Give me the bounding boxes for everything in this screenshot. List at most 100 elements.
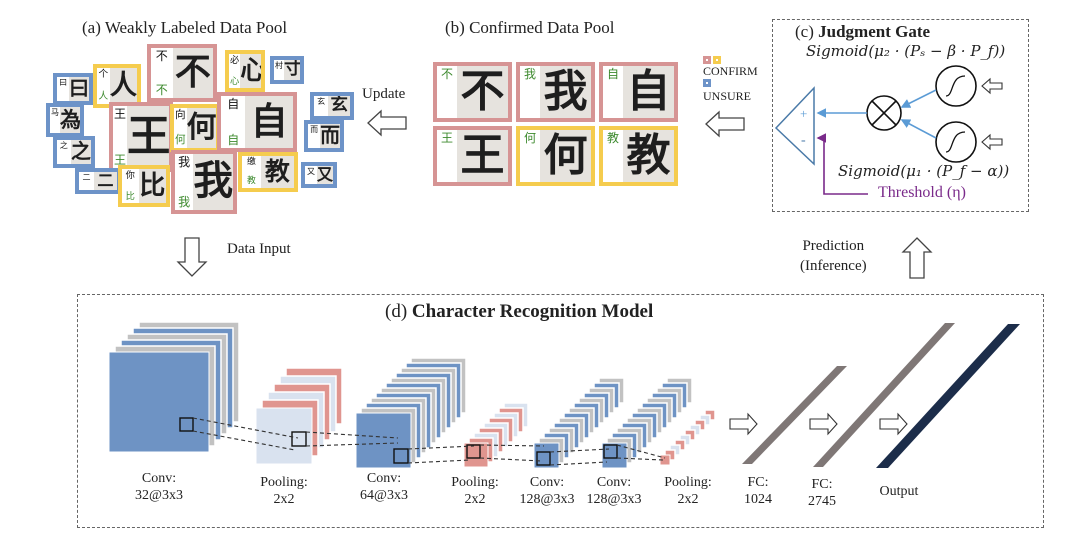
predicted-label: 自 <box>227 133 240 147</box>
character-image: 人 <box>109 68 137 104</box>
stage-arrow-icon <box>879 412 908 436</box>
original-label: 不 <box>155 49 168 63</box>
tile-labels: 自 <box>603 66 623 118</box>
predicted-label: 王 <box>114 153 127 167</box>
character-image: 不 <box>457 66 508 118</box>
pool2-front <box>463 442 489 468</box>
weak-tile: 又又 <box>301 162 337 188</box>
conv2-front <box>355 412 412 469</box>
original-label: 之 <box>59 141 68 150</box>
connection-line <box>305 442 399 447</box>
legend-confirm-red-swatch <box>703 56 711 64</box>
layer-label: Conv:64@3x3 <box>339 470 429 504</box>
prediction-arrow-icon <box>901 237 933 279</box>
layer-size: 2x2 <box>464 492 486 507</box>
connection-line <box>549 448 610 453</box>
layer-size: 2x2 <box>273 492 295 507</box>
character-image: 寸 <box>284 59 302 80</box>
weak-tile: 之之 <box>53 136 95 168</box>
plus-sign: + <box>800 106 807 121</box>
update-arrow-icon <box>367 109 407 137</box>
layer-label: Pooling:2x2 <box>430 474 520 508</box>
confirm-arrow-icon <box>705 110 745 138</box>
tile-labels: 马 <box>50 107 60 133</box>
panel-c-title-text: Judgment Gate <box>818 22 931 41</box>
weak-tile: 个人人 <box>93 64 141 108</box>
predicted-label: 我 <box>178 195 191 209</box>
legend-unsure-swatch <box>703 79 711 87</box>
connection-line <box>407 459 471 464</box>
layer-size: 32@3x3 <box>135 488 183 503</box>
legend-confirm-yellow-swatch <box>713 56 721 64</box>
kernel-window <box>179 417 194 432</box>
kernel-window <box>466 444 481 459</box>
recognition-model-box <box>77 294 1044 528</box>
predicted-label: 教 <box>246 176 256 187</box>
layer-label: Conv:32@3x3 <box>114 470 204 504</box>
predicted-label: 教 <box>606 131 619 145</box>
original-label: 我 <box>178 155 191 169</box>
kernel-window <box>536 451 551 466</box>
tile-labels: 个人 <box>97 68 110 104</box>
original-label: 自 <box>227 97 240 111</box>
layer-size: 128@3x3 <box>586 492 642 507</box>
character-image: 何 <box>540 130 591 182</box>
judgment-gate-diagram: + - <box>774 65 1003 195</box>
character-image: 我 <box>193 154 233 210</box>
character-image: 又 <box>316 164 333 184</box>
weak-tile: 向何何 <box>170 104 220 152</box>
tile-labels: 之 <box>57 140 71 164</box>
layer-size: 2745 <box>808 494 836 509</box>
original-label: 王 <box>114 107 127 121</box>
stage-arrow-icon <box>809 412 838 436</box>
fc1-layer <box>742 366 847 464</box>
tile-labels: 教 <box>603 130 623 182</box>
panel-a-title-text: Weakly Labeled Data Pool <box>104 18 288 37</box>
confirmed-tile: 自自 <box>599 62 678 122</box>
connection-line <box>479 457 543 462</box>
predicted-label: 自 <box>606 67 619 81</box>
tile-labels: 不 <box>437 66 457 118</box>
weak-tile: 必心心 <box>225 50 265 92</box>
conv3-front <box>533 442 560 469</box>
layer-size: 64@3x3 <box>360 488 408 503</box>
weak-tile: 自自自 <box>217 92 297 152</box>
original-label: 曰 <box>59 78 68 87</box>
character-image: 何 <box>186 108 216 148</box>
comparator-icon <box>774 86 815 166</box>
tile-labels: 村 <box>274 60 284 80</box>
confirmed-tile: 不不 <box>433 62 512 122</box>
panel-c-title: (c) Judgment Gate <box>795 22 930 42</box>
predicted-label: 比 <box>125 190 135 202</box>
connection-line <box>616 444 666 459</box>
tile-labels: 我我 <box>175 154 194 210</box>
weak-tile: 曰曰 <box>53 73 93 105</box>
layer-type: Conv: <box>596 475 632 490</box>
confirmed-tile: 教教 <box>599 126 678 186</box>
conv1-front <box>108 351 210 453</box>
layer-type: Pooling: <box>260 475 308 490</box>
character-image: 王 <box>127 106 169 168</box>
tile-labels: 缴教 <box>242 156 261 188</box>
weak-tile: 村寸 <box>270 56 304 84</box>
layer-type: FC: <box>811 477 833 492</box>
predicted-label: 何 <box>175 134 186 147</box>
tile-labels: 玄 <box>314 96 329 116</box>
character-image: 我 <box>540 66 591 118</box>
data-input-label: Data Input <box>227 241 291 257</box>
layer-type: Conv: <box>529 475 565 490</box>
connection-line <box>616 457 664 461</box>
character-image: 教 <box>623 130 674 182</box>
weak-tile: 我我我 <box>171 150 237 214</box>
conv4-front <box>601 442 628 469</box>
prediction-text: Prediction <box>802 238 865 254</box>
predicted-label: 不 <box>155 83 168 97</box>
predicted-label: 何 <box>523 131 536 145</box>
confirmed-tile: 何何 <box>516 126 595 186</box>
connection-line <box>549 461 608 466</box>
weak-tile: 你比比 <box>118 165 170 207</box>
weak-tile: 缴教教 <box>238 152 298 192</box>
layer-label: Pooling:2x2 <box>643 474 733 508</box>
layer-label: FC:1024 <box>713 474 803 508</box>
tile-labels: 必心 <box>229 54 241 88</box>
